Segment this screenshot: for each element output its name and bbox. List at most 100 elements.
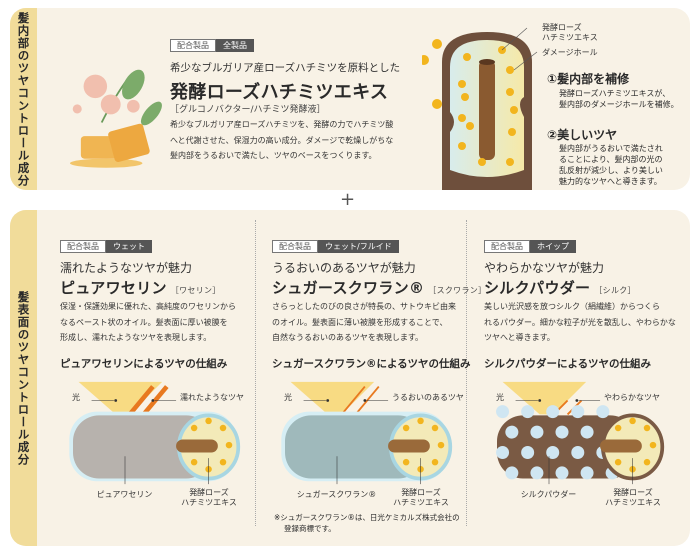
side-band bbox=[10, 8, 37, 190]
hair-coat bbox=[73, 415, 213, 479]
tag-label: 配合製品 bbox=[484, 240, 530, 253]
description-line: れるパウダー。細かな粒子が光を散乱し、やわらかな bbox=[484, 317, 676, 327]
light-beam bbox=[290, 381, 375, 415]
light-label: 光 bbox=[284, 393, 292, 402]
tag-label: 配合製品 bbox=[272, 240, 318, 253]
mechanism-title: シュガースクワラン®によるツヤの仕組み bbox=[272, 358, 471, 370]
coating-label: シュガースクワラン® bbox=[296, 490, 377, 499]
description-line: ツヤへと導きます。 bbox=[484, 333, 555, 342]
product-tag: 配合製品 ホイップ bbox=[484, 240, 576, 253]
rose-honeycomb-illustration bbox=[70, 69, 162, 168]
description: さらっとしたのびの良さが特長の、サトウキビ由来 のオイル。髪表面に薄い被膜を形成… bbox=[272, 299, 456, 346]
label-line: 発酵ローズ bbox=[613, 488, 653, 497]
reflection-arrow-icon bbox=[127, 385, 155, 416]
product-tag: 配合製品 全製品 bbox=[170, 39, 254, 52]
label-line: ハチミツエキス bbox=[605, 498, 661, 507]
label-line: ハチミツエキス bbox=[393, 498, 449, 507]
coating-label: シルクパウダー bbox=[520, 490, 577, 499]
mechanism-title: ピュアワセリンによるツヤの仕組み bbox=[60, 358, 228, 370]
shine-mechanism-diagram bbox=[496, 381, 665, 485]
label-line: 発酵ローズ bbox=[401, 488, 441, 497]
product-tag: 配合製品 ウェット/フルイド bbox=[272, 240, 399, 253]
hair-coat bbox=[285, 415, 425, 479]
shine-label: 濡れたようなツヤ bbox=[180, 393, 244, 402]
tag-label: 配合製品 bbox=[170, 39, 216, 52]
description-line: 形成し、濡れたようなツヤを表現します。 bbox=[60, 333, 212, 342]
diagram-label-extract: 発酵ローズ ハチミツエキス bbox=[542, 23, 598, 43]
side-label: 髪内部のツヤコントロール成分 bbox=[16, 11, 31, 187]
tag-value: ウェット/フルイド bbox=[318, 240, 399, 253]
body-line: 魅力的なツヤへと導きます。 bbox=[559, 177, 662, 186]
description: 美しい光沢感を放つシルク（絹繊維）からつくら れるパウダー。細かな粒子が光を散乱… bbox=[484, 299, 676, 346]
light-label: 光 bbox=[72, 393, 80, 402]
title-text: シルクパウダー bbox=[484, 279, 591, 297]
title-text: シュガースクワラン® bbox=[272, 279, 425, 297]
description-line: 希少なブルガリア産ローズハチミツを、発酵の力でハチミツ酸 bbox=[170, 120, 394, 129]
ingredient-title: 発酵ローズハチミツエキス bbox=[170, 82, 389, 103]
inci-name: ［シルク］ bbox=[594, 286, 636, 295]
tag-label: 配合製品 bbox=[60, 240, 106, 253]
extract-label: 発酵ローズ ハチミツエキス bbox=[390, 488, 452, 508]
side-band bbox=[10, 210, 37, 546]
body-line: ることにより、髪内部の光の bbox=[559, 155, 663, 164]
coating-label: ピュアワセリン bbox=[96, 490, 153, 499]
extract-label: 発酵ローズ ハチミツエキス bbox=[602, 488, 664, 508]
label-line: 発酵ローズ bbox=[189, 488, 229, 497]
ingredient-title: シュガースクワラン®［スクワラン］ bbox=[272, 277, 486, 298]
description-line: なるペースト状のオイル。髪表面に厚い被膜を bbox=[60, 317, 228, 327]
body-line: 発酵ローズハチミツエキスが、 bbox=[559, 89, 671, 98]
description-line: 保湿・保護効果に優れた、高純度のワセリンから bbox=[60, 302, 236, 311]
light-beam bbox=[78, 381, 163, 415]
description: 保湿・保護効果に優れた、高純度のワセリンから なるペースト状のオイル。髪表面に厚… bbox=[60, 299, 236, 346]
footnote-line: 登録商標です。 bbox=[284, 524, 336, 533]
point1-body: 発酵ローズハチミツエキスが、 髪内部のダメージホールを補修。 bbox=[559, 88, 679, 110]
description-line: へと代謝させた、保湿力の高い成分。ダメージで乾燥しがちな bbox=[170, 135, 394, 145]
point2-body: 髪内部がうるおいで満たされ ることにより、髪内部の光の 乱反射が減少し、より美し… bbox=[559, 143, 663, 187]
label-line: ハチミツエキス bbox=[181, 498, 237, 507]
ingredient-column: 配合製品 ウェット 濡れたようなツヤが魅力 ピュアワセリン［ワセリン］ 保湿・保… bbox=[60, 210, 255, 546]
subtitle: やわらかなツヤが魅力 bbox=[484, 261, 605, 275]
point2-title: ②美しいツヤ bbox=[547, 128, 618, 142]
description-line: 髪内部をうるおいで満たし、ツヤのベースをつくります。 bbox=[170, 151, 377, 160]
ingredient-title: ピュアワセリン［ワセリン］ bbox=[60, 277, 221, 298]
shine-mechanism-diagram bbox=[69, 381, 241, 485]
label-line: ハチミツエキス bbox=[542, 33, 598, 42]
diagram-label-damage-hole: ダメージホール bbox=[542, 48, 598, 57]
subtitle: 濡れたようなツヤが魅力 bbox=[60, 261, 193, 275]
column-divider bbox=[255, 220, 256, 526]
reflection-arrow-icon bbox=[340, 385, 366, 416]
shine-label: やわらかなツヤ bbox=[604, 393, 660, 402]
title-text: ピュアワセリン bbox=[60, 279, 167, 297]
hair-surface-panel: 髪表面のツヤコントロール成分 配合製品 ウェット 濡れたようなツヤが魅力 ピュア… bbox=[10, 210, 690, 546]
inci-name: ［スクワラン］ bbox=[428, 286, 487, 295]
hair-cortex bbox=[388, 439, 430, 453]
mechanism-title: シルクパウダーによるツヤの仕組み bbox=[484, 358, 651, 370]
ingredient-title: シルクパウダー［シルク］ bbox=[484, 277, 636, 298]
hair-cortex bbox=[600, 439, 642, 453]
footnote-line: ※シュガースクワラン®は、日光ケミカルズ株式会社の bbox=[274, 513, 460, 522]
hair-cross-section-diagram bbox=[422, 27, 538, 190]
body-line: 髪内部のダメージホールを補修。 bbox=[559, 100, 679, 109]
extract-label: 発酵ローズ ハチミツエキス bbox=[178, 488, 240, 508]
ingredient-column: 配合製品 ウェット/フルイド うるおいのあるツヤが魅力 シュガースクワラン®［ス… bbox=[272, 210, 486, 546]
tag-value: ホイップ bbox=[530, 240, 576, 253]
side-label: 髪表面のツヤコントロール成分 bbox=[16, 290, 31, 466]
light-beam bbox=[502, 381, 587, 415]
subtitle: 希少なブルガリア産ローズハチミツを原料とした bbox=[170, 62, 401, 74]
shine-mechanism-diagram bbox=[281, 381, 453, 485]
inner-hair-panel: 髪内部のツヤコントロール成分 配合製品 全製品 希少なブルガリア産ローズハチミツ… bbox=[10, 8, 690, 190]
inci-name: ［ワセリン］ bbox=[170, 286, 221, 295]
ingredient-column: 配合製品 ホイップ やわらかなツヤが魅力 シルクパウダー［シルク］ 美しい光沢感… bbox=[484, 210, 679, 546]
label-line: 発酵ローズ bbox=[542, 23, 582, 32]
point1-title: ①髪内部を補修 bbox=[547, 72, 630, 86]
description-line: のオイル。髪表面に薄い被膜を形成することで、 bbox=[272, 317, 448, 327]
inci-name: ［グルコノバクター/ハチミツ発酵液］ bbox=[170, 105, 326, 115]
hair-cortex bbox=[176, 439, 218, 453]
description-line: 自然なうるおいのあるツヤを表現します。 bbox=[272, 333, 424, 342]
footnote: ※シュガースクワラン®は、日光ケミカルズ株式会社の登録商標です。 bbox=[274, 512, 460, 534]
description: 希少なブルガリア産ローズハチミツを、発酵の力でハチミツ酸 へと代謝させた、保湿力… bbox=[170, 117, 393, 164]
column-divider bbox=[466, 220, 467, 526]
description-line: さらっとしたのびの良さが特長の、サトウキビ由来 bbox=[272, 302, 456, 311]
tag-value: 全製品 bbox=[216, 39, 254, 52]
shine-label: うるおいのあるツヤ bbox=[392, 393, 464, 402]
